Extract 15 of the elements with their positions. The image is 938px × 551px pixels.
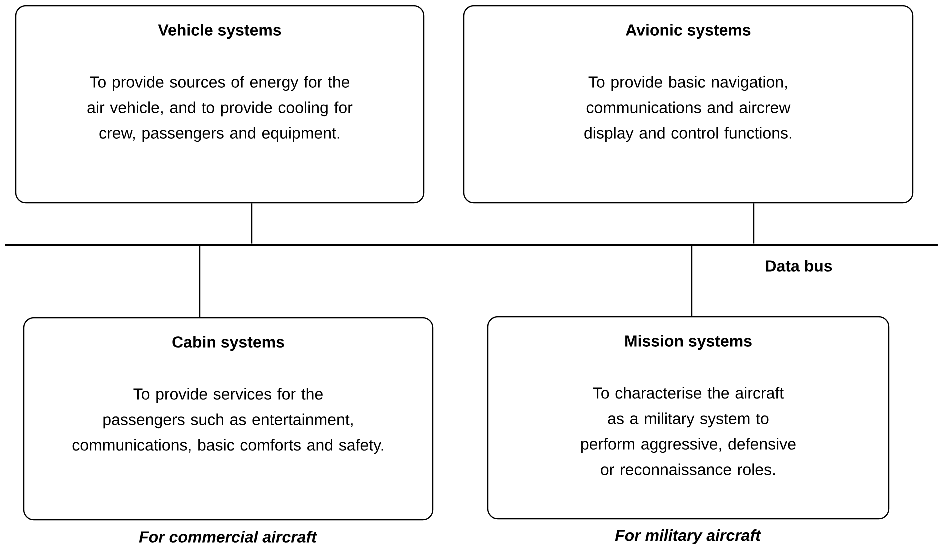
box-description: To provide services for the passengers such as entertainment, communications, basic comforts and safety. bbox=[72, 388, 384, 454]
box-description: To characterise the aircraft as a military system to perform aggressive, defensive or reconnaissance roles. bbox=[581, 387, 796, 476]
box-label: For military aircraft bbox=[615, 530, 762, 544]
box-description: To provide sources of energy for the air vehicle, and to provide cooling for crew, passengers and equipment. bbox=[88, 76, 353, 142]
box-heading: Vehicle systems bbox=[158, 24, 282, 40]
box-description: To provide basic navigation, communications and aircrew display and control functions. bbox=[584, 76, 792, 142]
bus-label: Data bus bbox=[766, 260, 832, 272]
box-heading: Avionic systems bbox=[626, 24, 751, 40]
connector-line bbox=[199, 246, 201, 318]
connector-line bbox=[691, 246, 693, 316]
box-label: For commercial aircraft bbox=[139, 531, 318, 543]
connector-line bbox=[753, 204, 755, 244]
connector-line bbox=[251, 204, 253, 244]
box-heading: Mission systems bbox=[626, 335, 752, 350]
box-heading: Cabin systems bbox=[172, 336, 284, 352]
